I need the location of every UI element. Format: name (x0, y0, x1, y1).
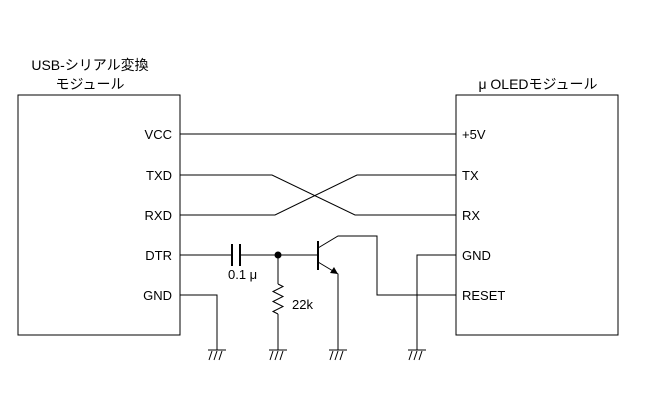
oled-module: μ OLEDモジュール +5V TX RX GND RESET (455, 76, 619, 336)
wire-txd-rx (180, 174, 456, 216)
wire-collector-reset (317, 235, 456, 296)
transistor (317, 235, 456, 350)
left-module-box (17, 94, 181, 336)
pin-label-gnd-right: GND (462, 248, 491, 263)
wire-gnd-left (180, 294, 218, 350)
pin-label-reset: RESET (462, 288, 505, 303)
pin-label-gnd-left: GND (143, 288, 172, 303)
resistor (271, 255, 285, 350)
left-module-title-line2: モジュール (55, 76, 124, 92)
pin-label-dtr: DTR (145, 248, 172, 263)
wire-gnd-right (416, 254, 456, 350)
pin-label-tx: TX (462, 168, 479, 183)
pin-label-rx: RX (462, 208, 480, 223)
pin-label-rxd: RXD (145, 208, 172, 223)
wire-rxd-tx (180, 174, 456, 216)
right-module-title: μ OLEDモジュール (478, 76, 597, 92)
ground-symbol (269, 349, 287, 361)
right-module-box (455, 94, 619, 336)
emitter-arrow (330, 267, 338, 274)
pin-label-5v: +5V (462, 127, 486, 142)
left-module-title-line1: USB-シリアル変換 (31, 57, 148, 73)
capacitor-label: 0.1 μ (228, 267, 257, 282)
pin-label-txd: TXD (146, 168, 172, 183)
usb-serial-module: USB-シリアル変換 モジュール VCC TXD RXD DTR GND (17, 57, 181, 336)
ground-symbol (408, 349, 426, 361)
resistor-label: 22k (292, 297, 313, 312)
pin-label-vcc: VCC (145, 127, 172, 142)
ground-symbol (208, 349, 226, 361)
ground-symbol (329, 349, 347, 361)
